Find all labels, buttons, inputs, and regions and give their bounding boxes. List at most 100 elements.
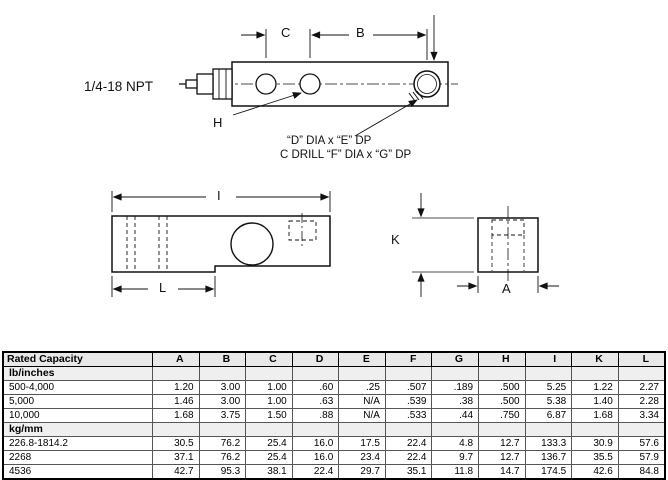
dim-label-b: B — [356, 25, 365, 40]
unit-section-row: lb/inches — [2, 366, 666, 381]
col-header-f: F — [384, 351, 433, 367]
top-view — [179, 15, 458, 137]
dimension-value: 16.0 — [291, 450, 340, 465]
dimension-value: 1.20 — [152, 380, 200, 395]
dimension-value: 4.8 — [431, 436, 480, 451]
hidden-lines-end — [491, 235, 525, 271]
empty-cell — [617, 366, 666, 381]
col-header-c: C — [245, 351, 293, 367]
capacity-label: 4536 — [2, 464, 153, 480]
extension-lines-top — [265, 29, 428, 60]
dimension-value: 12.7 — [478, 450, 526, 465]
dimension-value: 9.7 — [431, 450, 480, 465]
empty-cell — [617, 422, 666, 437]
dim-label-h: H — [213, 115, 223, 130]
dimension-value: 95.3 — [198, 464, 247, 480]
dim-label-l: L — [159, 280, 167, 295]
dimension-value: N/A — [338, 408, 386, 423]
load-hole-inner — [417, 74, 437, 94]
dimension-value: .500 — [478, 394, 526, 409]
dimension-value: 11.8 — [431, 464, 480, 480]
col-header-i: I — [524, 351, 573, 367]
empty-cell — [198, 422, 247, 437]
npt-fitting — [179, 68, 233, 100]
unit-section-label: kg/mm — [2, 422, 153, 437]
empty-cell — [338, 366, 386, 381]
dimension-value: 30.9 — [571, 436, 619, 451]
side-view — [111, 191, 331, 297]
dimension-value: .539 — [384, 394, 433, 409]
dimension-value: 29.7 — [338, 464, 386, 480]
empty-cell — [431, 366, 480, 381]
col-header-a: A — [152, 351, 200, 367]
col-header-g: G — [431, 351, 480, 367]
dimension-value: .60 — [291, 380, 340, 395]
capacity-label: 226.8-1814.2 — [2, 436, 153, 451]
col-header-d: D — [291, 351, 340, 367]
dimension-value: 1.46 — [152, 394, 200, 409]
unit-section-label: lb/inches — [2, 366, 153, 381]
dimension-value: 14.7 — [478, 464, 526, 480]
capacity-label: 2268 — [2, 450, 153, 465]
dimension-value: 174.5 — [524, 464, 573, 480]
dimension-value: 3.34 — [617, 408, 666, 423]
dimension-value: 35.5 — [571, 450, 619, 465]
dimension-value: 84.8 — [617, 464, 666, 480]
dimension-value: 22.4 — [291, 464, 340, 480]
empty-cell — [478, 366, 526, 381]
dim-label-k: K — [391, 232, 400, 247]
dimension-value: 1.50 — [245, 408, 293, 423]
dimension-value: 57.9 — [617, 450, 666, 465]
dimension-value: 42.7 — [152, 464, 200, 480]
unit-section-row: kg/mm — [2, 422, 666, 437]
dimension-value: 1.22 — [571, 380, 619, 395]
dimension-value: 76.2 — [198, 436, 247, 451]
dimension-value: 12.7 — [478, 436, 526, 451]
dimension-value: 136.7 — [524, 450, 573, 465]
col-header-k: K — [571, 351, 619, 367]
note-leader — [354, 99, 418, 137]
load-hole-side — [230, 222, 274, 266]
dimension-value: 2.28 — [617, 394, 666, 409]
empty-cell — [245, 366, 293, 381]
dimension-i — [111, 191, 331, 212]
empty-cell — [571, 366, 619, 381]
dimension-value: .25 — [338, 380, 386, 395]
dimension-value: 30.5 — [152, 436, 200, 451]
dim-label-a: A — [502, 281, 511, 296]
dimension-value: .507 — [384, 380, 433, 395]
dimension-value: 35.1 — [384, 464, 433, 480]
dimension-value: 16.0 — [291, 436, 340, 451]
empty-cell — [152, 366, 200, 381]
dimension-value: 6.87 — [524, 408, 573, 423]
capacity-label: 500-4,000 — [2, 380, 153, 395]
dim-label-i: I — [217, 188, 221, 203]
dimension-arrows-top — [241, 15, 438, 61]
dimension-value: .500 — [478, 380, 526, 395]
dimension-value: N/A — [338, 394, 386, 409]
technical-drawing — [111, 15, 559, 297]
dimension-value: 22.4 — [384, 436, 433, 451]
dimension-value: 1.40 — [571, 394, 619, 409]
empty-cell — [384, 422, 433, 437]
dimension-value: 1.00 — [245, 394, 293, 409]
dimension-value: 2.27 — [617, 380, 666, 395]
col-header-e: E — [338, 351, 386, 367]
mount-hole-1 — [255, 73, 277, 95]
end-view — [412, 193, 559, 297]
dimension-value: .63 — [291, 394, 340, 409]
empty-cell — [524, 366, 573, 381]
dimension-value: 38.1 — [245, 464, 293, 480]
h-leader — [232, 92, 302, 116]
loadcell-body-side — [111, 215, 331, 273]
dimension-value: 23.4 — [338, 450, 386, 465]
dimension-value: 57.6 — [617, 436, 666, 451]
